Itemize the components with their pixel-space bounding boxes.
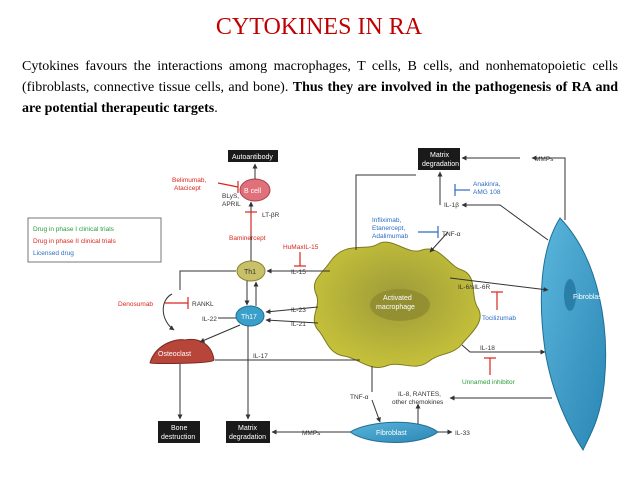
fibroblast-right-nucleus <box>564 279 576 311</box>
inhibitor-belimumab <box>217 182 239 188</box>
label-baminercept: Baminercept <box>229 235 266 242</box>
slide-paragraph: Cytokines favours the interactions among… <box>22 56 618 119</box>
arrow-tnfa-top <box>429 231 449 253</box>
drug-infliximab-3: Adalimumab <box>372 233 409 240</box>
inhibitor-lines-blue <box>418 184 470 238</box>
slide-title: CYTOKINES IN RA <box>215 14 423 40</box>
osteoclast-cell <box>149 338 215 365</box>
drug-tocilizumab: Tocilizumab <box>482 315 516 322</box>
arrow-tnfa-fibroblast <box>371 399 381 423</box>
macrophage-nucleus <box>370 289 430 321</box>
drug-denosumab: Denosumab <box>118 301 153 308</box>
paragraph-end: . <box>214 101 218 116</box>
drug-anakinra-2: AMG 108 <box>473 189 501 196</box>
matrix-degradation-top-label-1: Matrix <box>430 152 450 159</box>
arrow-il6 <box>449 277 549 292</box>
line-th1-rankl <box>179 270 236 290</box>
label-il6: IL-6/sIL-6R <box>458 284 490 291</box>
label-il15: IL-15 <box>291 269 306 276</box>
th1-label: Th1 <box>244 269 256 276</box>
fibroblast-right-cell <box>540 217 607 452</box>
legend-licensed: Licensed drug <box>33 250 74 257</box>
fibroblast-right-label: Fibroblast <box>573 294 604 301</box>
label-tnfa-top: TNF-α <box>442 231 461 238</box>
paragraph-plain-text: Cytokines favours the interactions among… <box>22 59 618 95</box>
arrow-rankl-loop <box>162 293 175 331</box>
drug-unnamed: Unnamed inhibitor <box>462 379 516 386</box>
bone-destruction-label-1: Bone <box>171 425 187 432</box>
osteoclast-label: Osteoclast <box>158 351 191 358</box>
arrow-th17-osteoclast <box>199 324 241 343</box>
arrow-fibroblast-il1b <box>461 202 549 241</box>
label-il1b: IL-1β <box>444 202 459 209</box>
label-il18: IL-18 <box>480 345 495 352</box>
matrix-degradation-bottom-label-2: degradation <box>229 434 266 441</box>
drug-humax: HuMaxIL-15 <box>283 244 319 251</box>
label-il8-1: IL-8, RANTES, <box>398 391 441 398</box>
macrophage-label-2: macrophage <box>376 304 415 311</box>
matrix-degradation-bottom-box <box>226 421 270 443</box>
fibroblast-bottom-label: Fibroblast <box>376 430 407 437</box>
matrix-degradation-bottom-label-1: Matrix <box>238 425 258 432</box>
label-blys-1: BLyS, <box>222 193 239 200</box>
autoantibody-label: Autoantibody <box>232 154 273 161</box>
macrophage-label-1: Activated <box>383 295 412 302</box>
label-il17: IL-17 <box>253 353 268 360</box>
autoantibody-box <box>228 150 278 162</box>
arrow-il18 <box>461 344 546 355</box>
th17-cell <box>235 305 265 327</box>
arrow-mmps-top <box>531 155 566 220</box>
th17-label: Th17 <box>241 314 257 321</box>
label-rankl: RANKL <box>192 301 214 308</box>
label-blys-2: APRIL <box>222 201 241 208</box>
matrix-degradation-top-label-2: degradation <box>422 161 459 168</box>
label-il22: IL-22 <box>202 316 217 323</box>
legend-phase1: Drug in phase I clinical trials <box>33 226 115 233</box>
drug-infliximab-2: Etanercept, <box>372 225 405 232</box>
label-mmps-bottom: MMPs <box>302 430 321 437</box>
label-il23: IL-23 <box>291 307 306 314</box>
drug-belimumab-2: Atacicept <box>174 185 201 192</box>
arrow-il23 <box>265 306 319 315</box>
drug-infliximab-1: Infliximab, <box>372 217 401 224</box>
arrow-il21 <box>265 317 319 324</box>
drug-belimumab-1: Belimumab, <box>172 177 207 184</box>
label-il33: IL-33 <box>455 430 470 437</box>
label-tnfa-bottom: TNF-α <box>350 394 369 401</box>
inhibitor-lines <box>165 181 503 375</box>
label-lt-br: LT-βR <box>262 212 280 219</box>
label-il21: IL-21 <box>291 321 306 328</box>
bone-destruction-label-2: destruction <box>161 434 195 441</box>
line-macrophage-top <box>355 174 416 250</box>
label-il8-2: other chemokines <box>392 399 444 406</box>
matrix-degradation-top-box <box>418 148 460 170</box>
legend-box <box>27 217 162 263</box>
connectors <box>162 155 566 435</box>
drug-anakinra-1: Anakinra, <box>473 181 501 188</box>
bcell-label: B cell <box>244 188 262 195</box>
paragraph-bold-text: Thus they are involved in the pathogenes… <box>22 80 619 116</box>
bone-destruction-box <box>158 421 200 443</box>
label-mmps-top: MMPs <box>535 156 554 163</box>
legend-phase2: Drug in phase II clinical trials <box>33 238 116 245</box>
